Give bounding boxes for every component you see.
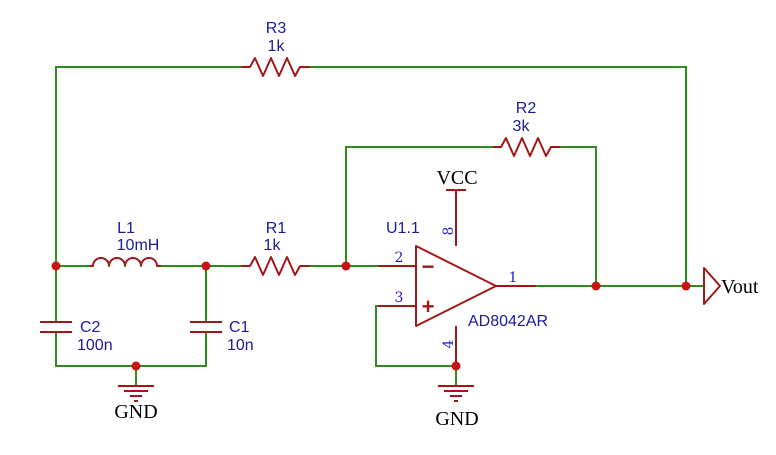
vout-port: Vout xyxy=(703,267,759,305)
ground-symbol-left: GND xyxy=(114,385,158,423)
inductor-l1: L1 10mH xyxy=(90,220,161,267)
r2-value: 3k xyxy=(513,118,531,135)
junction-inv-input-node xyxy=(341,261,351,271)
resistor-r3: R3 1k xyxy=(241,20,310,77)
junction-left-node xyxy=(51,261,61,271)
junction-r3-output-node xyxy=(681,281,691,291)
resistor-r1: R1 1k xyxy=(241,220,310,276)
opamp-pin4-number: 4 xyxy=(441,339,457,348)
resistor-r1-body xyxy=(241,256,310,276)
opamp-inverting-sign: − xyxy=(422,254,435,279)
resistor-r3-body xyxy=(241,57,310,77)
r3-value: 1k xyxy=(268,38,286,55)
capacitor-c2: C2 100n xyxy=(40,319,113,354)
r2-designator: R2 xyxy=(516,100,537,117)
vout-arrow xyxy=(703,267,721,305)
c1-designator: C1 xyxy=(229,319,250,336)
wire-r3-right xyxy=(309,66,687,287)
junctions xyxy=(51,261,691,371)
opamp-pin1-number: 1 xyxy=(509,270,518,286)
c2-value: 100n xyxy=(77,337,113,354)
ground-symbol-right: GND xyxy=(435,365,479,430)
wire-noninv-to-gnd xyxy=(375,305,457,367)
junction-l1-r1-node xyxy=(201,261,211,271)
opamp-body xyxy=(415,245,497,327)
wire-r2-right xyxy=(559,146,597,287)
wire-r2-left xyxy=(345,146,494,267)
vcc-label: VCC xyxy=(436,167,477,189)
resistor-r2-body xyxy=(493,137,560,157)
wires xyxy=(55,66,705,387)
r3-designator: R3 xyxy=(266,20,287,37)
wire-r3-left xyxy=(55,66,242,267)
vcc-power-port: VCC xyxy=(436,167,478,191)
r1-value: 1k xyxy=(264,237,282,254)
junction-opamp-ground-node xyxy=(451,361,461,371)
opamp-u1: − + 2 3 1 8 4 U1.1 AD8042AR xyxy=(378,190,548,366)
gnd-left-label: GND xyxy=(114,401,157,423)
vout-label: Vout xyxy=(721,276,759,298)
resistor-r2: R2 3k xyxy=(493,100,560,157)
junction-cap-ground-node xyxy=(131,361,141,371)
junction-r2-output-node xyxy=(591,281,601,291)
c1-value: 10n xyxy=(227,337,254,354)
r1-designator: R1 xyxy=(266,220,287,237)
opamp-pin3-number: 3 xyxy=(395,290,404,306)
opamp-pin2-number: 2 xyxy=(395,250,404,266)
wire-c2-bottom xyxy=(55,333,207,367)
opamp-pin8-number: 8 xyxy=(441,227,457,236)
opamp-noninverting-sign: + xyxy=(422,294,435,319)
inductor-l1-coils xyxy=(90,257,161,267)
l1-designator: L1 xyxy=(117,220,135,237)
gnd-right-label: GND xyxy=(435,408,478,430)
c2-designator: C2 xyxy=(80,319,101,336)
capacitor-c1: C1 10n xyxy=(190,319,254,354)
opamp-designator: U1.1 xyxy=(386,220,420,237)
l1-value: 10mH xyxy=(117,237,160,254)
opamp-part-number: AD8042AR xyxy=(468,313,548,330)
